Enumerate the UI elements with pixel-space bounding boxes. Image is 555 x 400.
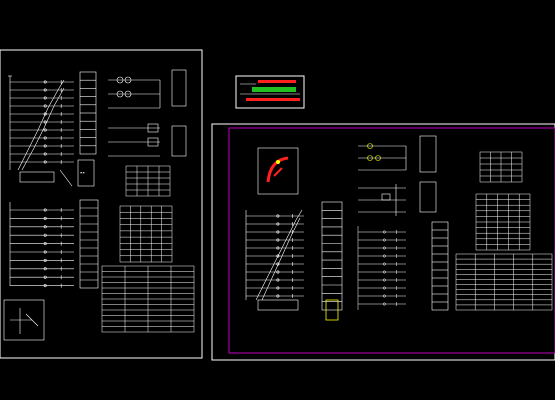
feeder-breaker — [43, 225, 47, 229]
legend-bar-green — [252, 87, 296, 92]
detail-box — [3, 299, 45, 341]
title-box-2 — [171, 125, 187, 157]
equipment-grid-table — [119, 205, 173, 263]
feeder-breaker — [43, 160, 47, 164]
feeder-breaker — [382, 286, 386, 290]
feeder-breaker — [43, 275, 47, 279]
right-title-box-1 — [419, 135, 437, 173]
feeder-breaker — [276, 254, 280, 258]
feeder-breaker — [43, 80, 47, 84]
right-title-box-2 — [419, 181, 437, 213]
title-box-1 — [171, 69, 187, 107]
right-drawing-sheet — [211, 123, 555, 361]
feeder-breaker — [43, 267, 47, 271]
feeder-breaker — [382, 238, 386, 242]
feeder-breaker — [43, 284, 47, 288]
legend-block — [235, 75, 305, 109]
top-diagram-note: -- — [80, 170, 85, 175]
yellow-marker — [325, 299, 339, 321]
feeder-breaker — [382, 270, 386, 274]
feeder-breaker — [276, 222, 280, 226]
legend-frame — [235, 75, 305, 109]
feeder-breaker — [382, 246, 386, 250]
feeder-breaker — [382, 294, 386, 298]
top-single-line-diagram: -- — [8, 75, 95, 187]
feeder-breaker — [382, 302, 386, 306]
feeder-breaker — [382, 254, 386, 258]
right-control-schematic — [358, 143, 407, 216]
feeder-breaker — [276, 238, 280, 242]
right-material-list — [455, 253, 553, 311]
feeder-breaker — [43, 96, 47, 100]
feeder-breaker — [43, 250, 47, 254]
right-sheet-outer-frame — [211, 123, 555, 361]
motor-symbol-block — [257, 147, 299, 195]
material-list-table — [101, 265, 195, 333]
right-single-line-diagram — [245, 209, 304, 311]
feeder-breaker — [276, 286, 280, 290]
feeder-breaker — [43, 233, 47, 237]
top-narrow-table — [79, 71, 97, 155]
feeder-breaker — [276, 270, 280, 274]
feeder-breaker — [276, 278, 280, 282]
legend-bar-red-bottom — [246, 98, 300, 101]
right-grid-table — [475, 193, 531, 251]
left-sheet-frame — [0, 49, 203, 359]
right-sheet-inner-frame — [228, 127, 555, 354]
feeder-breaker — [43, 136, 47, 140]
feeder-breaker — [43, 216, 47, 220]
bottom-narrow-table — [79, 199, 99, 289]
feeder-breaker — [43, 88, 47, 92]
feeder-breaker — [276, 230, 280, 234]
feeder-breaker — [43, 242, 47, 246]
feeder-breaker — [276, 246, 280, 250]
left-drawing-sheet: -- — [0, 49, 203, 359]
feeder-breaker — [382, 230, 386, 234]
feeder-breaker — [382, 262, 386, 266]
feeder-breaker — [43, 258, 47, 262]
small-parameter-table — [125, 165, 171, 197]
control-circuit-schematic — [108, 76, 161, 157]
feeder-breaker — [382, 278, 386, 282]
feeder-breaker — [43, 128, 47, 132]
right-narrow-table — [321, 201, 343, 311]
feeder-breaker — [43, 152, 47, 156]
right-small-table — [479, 151, 523, 183]
right-vertical-panel — [431, 221, 449, 311]
feeder-breaker — [43, 144, 47, 148]
feeder-breaker — [276, 214, 280, 218]
bottom-single-line-diagram — [9, 202, 74, 288]
feeder-breaker — [43, 112, 47, 116]
legend-bar-red-top — [258, 80, 296, 83]
right-feeder-schematic — [357, 226, 406, 310]
feeder-breaker — [43, 104, 47, 108]
feeder-breaker — [43, 208, 47, 212]
feeder-breaker — [276, 294, 280, 298]
